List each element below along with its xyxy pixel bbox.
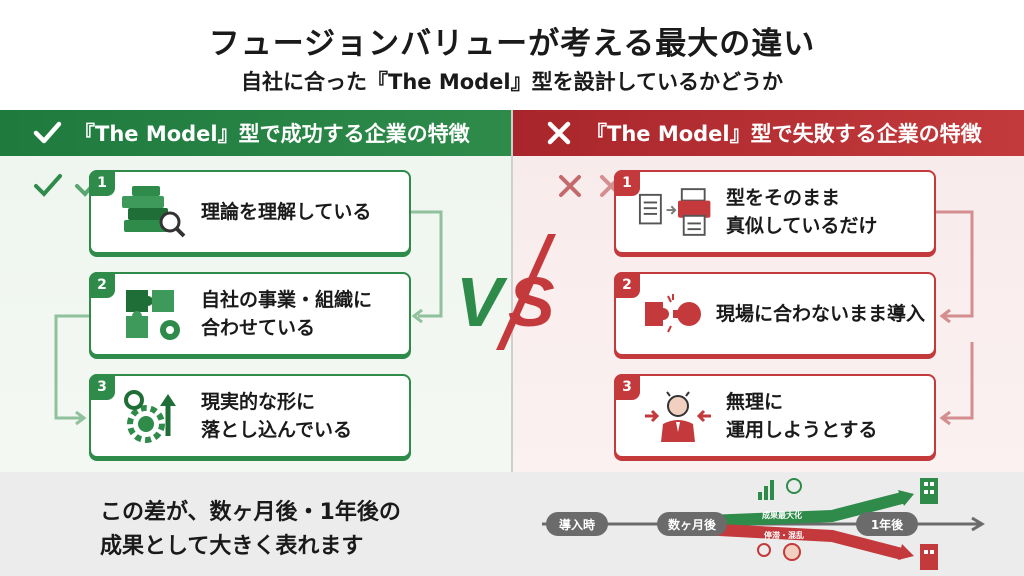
summary-text: この差が、数ヶ月後・1年後の 成果として大きく表れます xyxy=(100,496,401,564)
lower-path-label: 停滞・混乱 xyxy=(764,531,804,540)
vs-letter-v: V xyxy=(456,263,508,341)
success-panel-header: 『The Model』型で成功する企業の特徴 xyxy=(0,110,512,156)
card-number: 1 xyxy=(89,170,115,196)
stage-year: 1年後 xyxy=(856,512,918,536)
success-card-2-text: 自社の事業・組織に 合わせている xyxy=(201,286,372,342)
failure-card-3-text: 無理に 運用しようとする xyxy=(726,388,877,444)
success-flow-connectors xyxy=(54,210,443,426)
stage-months: 数ヶ月後 xyxy=(657,512,727,536)
text-line: 真似しているだけ xyxy=(726,215,878,237)
failure-panel: 『The Model』型で失敗する企業の特徴 1 xyxy=(512,110,1024,472)
card-number: 3 xyxy=(89,374,115,400)
card-number: 2 xyxy=(89,272,115,298)
card-number: 2 xyxy=(614,272,640,298)
mismatched-puzzle-icon xyxy=(638,274,708,354)
vs-letter-s: S xyxy=(508,263,555,341)
building-up-icon xyxy=(920,478,938,504)
confusion-icon xyxy=(757,543,801,561)
failure-card-1-text: 型をそのまま 真似しているだけ xyxy=(726,184,877,240)
text-line: 落とし込んでいる xyxy=(201,419,353,441)
failure-panel-header: 『The Model』型で失敗する企業の特徴 xyxy=(512,110,1024,156)
text-line: 型をそのまま xyxy=(726,187,841,209)
text-line: 運用しようとする xyxy=(726,419,878,441)
text-line: 現実的な形に xyxy=(201,391,316,413)
growth-chart-icon xyxy=(758,478,802,500)
text-line: 自社の事業・組織に xyxy=(201,289,373,311)
document-copier-icon xyxy=(638,172,718,252)
text-line: この差が、数ヶ月後・1年後の xyxy=(100,500,401,525)
check-icon xyxy=(34,174,62,197)
failure-card-2-text: 現場に合わないまま導入 xyxy=(716,303,926,325)
building-down-icon xyxy=(920,544,938,570)
failure-card-3: 3 無理に 運用しようとする xyxy=(614,374,936,458)
text-line: 無理に xyxy=(726,391,784,413)
text-line: 合わせている xyxy=(201,317,316,339)
gears-arrow-icon xyxy=(113,376,193,456)
page-subtitle: 自社に合った『The Model』型を設計しているかどうか xyxy=(241,70,783,94)
bottom-summary: この差が、数ヶ月後・1年後の 成果として大きく表れます 導入時 数ヶ xyxy=(0,472,1024,576)
card-number: 3 xyxy=(614,374,640,400)
success-card-1-text: 理論を理解している xyxy=(201,201,372,223)
cross-icon xyxy=(559,175,581,197)
success-card-2: 2 自社の事業・組織に 合わせている xyxy=(89,272,411,356)
panel-divider xyxy=(511,110,513,472)
failure-panel-title: 『The Model』型で失敗する企業の特徴 xyxy=(586,122,982,146)
failure-card-2: 2 現場に合わないまま導入 xyxy=(614,272,936,356)
puzzle-gear-icon xyxy=(113,274,193,354)
page-title: フュージョンバリューが考える最大の違い xyxy=(208,26,816,62)
success-card-3: 3 現実的な形に 落とし込んでいる xyxy=(89,374,411,458)
success-card-3-text: 現実的な形に 落とし込んでいる xyxy=(201,388,352,444)
failure-card-1: 1 型をそのまま 真似しているだけ xyxy=(614,170,936,254)
success-panel-title: 『The Model』型で成功する企業の特徴 xyxy=(74,122,470,146)
text-line: 成果として大きく表れます xyxy=(100,534,364,559)
books-magnifier-icon xyxy=(113,172,193,252)
check-icon xyxy=(30,116,64,150)
vs-emblem: V S xyxy=(456,234,556,350)
failure-flow-connectors xyxy=(936,210,974,426)
cross-icon xyxy=(542,116,576,150)
success-card-1: 1 理論を理解している xyxy=(89,170,411,254)
success-panel: 『The Model』型で成功する企業の特徴 1 理論を理解している 2 xyxy=(0,110,512,472)
card-number: 1 xyxy=(614,170,640,196)
upper-path-label: 成果最大化 xyxy=(762,511,802,520)
stage-start: 導入時 xyxy=(546,512,608,536)
stressed-person-icon xyxy=(638,376,718,456)
